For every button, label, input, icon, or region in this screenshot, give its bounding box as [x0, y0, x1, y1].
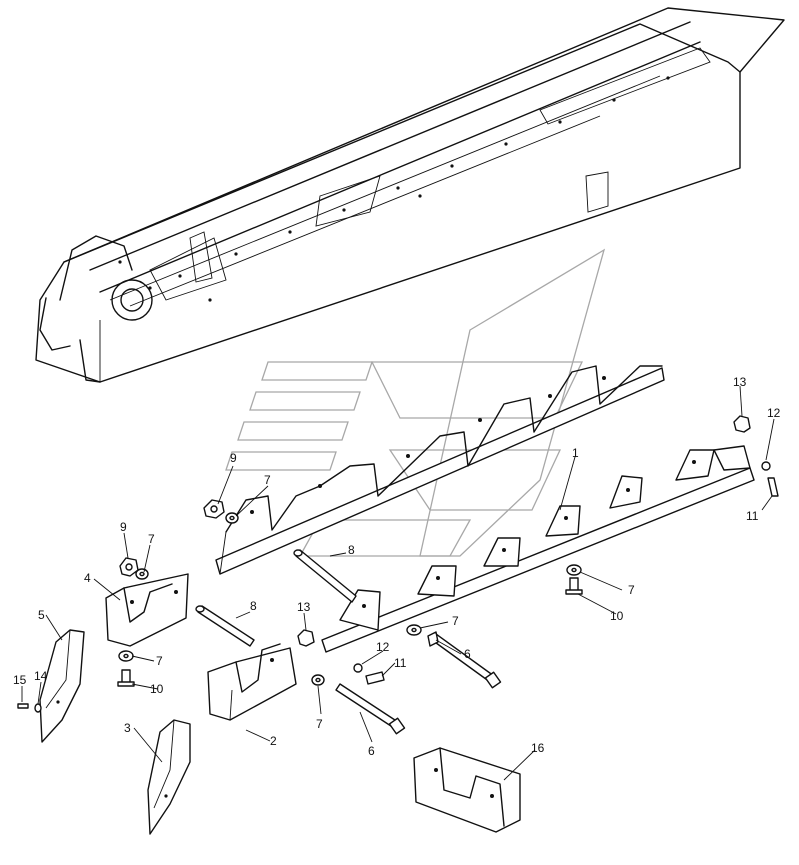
label-8-upper: 8: [348, 543, 355, 557]
label-15: 15: [13, 673, 27, 687]
washer-7-f: [311, 674, 325, 686]
label-13-right: 13: [733, 375, 747, 389]
bracket-4: [105, 573, 189, 647]
bracket-2: [207, 643, 297, 721]
label-7-e: 7: [156, 654, 163, 668]
label-12-left: 12: [376, 640, 390, 654]
label-6-right: 6: [464, 647, 471, 661]
label-2: 2: [270, 734, 277, 748]
washer-12-right: [761, 461, 771, 471]
label-7-d: 7: [452, 614, 459, 628]
label-10-left: 10: [150, 682, 164, 696]
front-rail-bar: [321, 445, 755, 653]
label-9-upper: 9: [230, 451, 237, 465]
rear-rail-bar: [215, 365, 665, 575]
label-5: 5: [38, 608, 45, 622]
label-3: 3: [124, 721, 131, 735]
label-9-lower: 9: [120, 520, 127, 534]
washer-7-c: [566, 564, 582, 576]
nut-13-right: [733, 415, 751, 433]
washer-7-d: [406, 624, 422, 636]
nut-9-upper: [203, 499, 225, 519]
screw-15: [17, 703, 29, 709]
label-1: 1: [572, 446, 579, 460]
label-10-right: 10: [610, 609, 624, 623]
rod-8-lower: [195, 605, 255, 647]
washer-14: [34, 703, 42, 713]
side-plate-3: [147, 719, 191, 835]
label-13-left: 13: [297, 600, 311, 614]
label-6-left: 6: [368, 744, 375, 758]
washer-7-e: [118, 650, 134, 662]
short-bolt-10-right: [565, 577, 583, 595]
label-7-a: 7: [264, 473, 271, 487]
bracket-16: [413, 747, 521, 833]
short-bolt-11-right: [767, 477, 779, 497]
side-plate-5: [39, 629, 85, 743]
frame-housing: [35, 7, 785, 383]
label-8-lower: 8: [250, 599, 257, 613]
label-7-b: 7: [148, 532, 155, 546]
washer-12-left: [353, 663, 363, 673]
rod-8-upper: [293, 549, 357, 603]
label-11-left: 11: [394, 656, 407, 670]
nut-13-left: [297, 629, 315, 647]
nut-9-lower: [119, 557, 139, 577]
washer-7-a: [225, 512, 239, 524]
label-7-c: 7: [628, 583, 635, 597]
washer-7-b: [135, 568, 149, 580]
frame-holes: [118, 76, 670, 302]
short-bolt-11-left: [365, 671, 385, 685]
short-bolt-10-left: [117, 669, 135, 687]
long-bolt-6-left: [335, 683, 406, 735]
label-16: 16: [531, 741, 545, 755]
callout-labels: 1 2 3 4 5 6 6 7 7 7 7 7 7 8 8 9 9 10 10 …: [13, 375, 781, 758]
label-7-f: 7: [316, 717, 323, 731]
label-12-right: 12: [767, 406, 781, 420]
label-4: 4: [84, 571, 91, 585]
leader-lines: [21, 385, 775, 781]
label-11-right: 11: [746, 509, 759, 523]
label-14: 14: [34, 669, 48, 683]
